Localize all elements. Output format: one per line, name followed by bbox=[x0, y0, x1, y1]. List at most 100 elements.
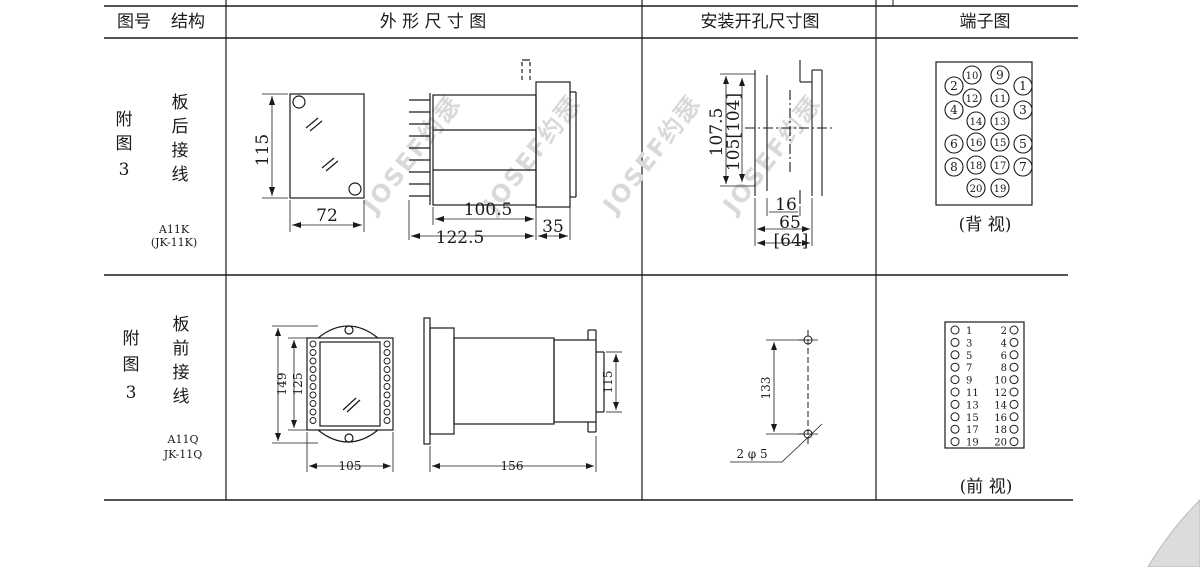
terminal-circle bbox=[1013, 76, 1033, 96]
terminal-circle bbox=[944, 100, 964, 120]
terminal-15: 15 bbox=[950, 412, 979, 424]
row1-figure-label: 3 bbox=[119, 160, 130, 180]
row2-figure-label: 3 bbox=[126, 383, 137, 403]
terminal-7: 7 bbox=[950, 362, 972, 374]
terminal-label: 17 bbox=[966, 425, 979, 436]
terminal-circle bbox=[990, 65, 1010, 85]
dim-outer-height: 149 bbox=[275, 373, 289, 396]
terminal-circle bbox=[990, 132, 1010, 152]
row2-mount-label: 前 bbox=[173, 339, 190, 359]
row1-mount-label: 接 bbox=[172, 141, 189, 161]
terminal-circle bbox=[1013, 157, 1033, 177]
terminal-20: 20 bbox=[994, 437, 1019, 449]
terminal-circle bbox=[1009, 387, 1019, 397]
terminal-label: 4 bbox=[950, 103, 958, 117]
row2-view-label: (前 视) bbox=[960, 477, 1013, 497]
header-structure: 结构 bbox=[171, 12, 205, 32]
terminal-circle bbox=[1009, 412, 1019, 422]
terminal-11: 11 bbox=[990, 88, 1010, 108]
terminal-circle bbox=[950, 350, 960, 360]
panel-terminal-dot bbox=[383, 366, 391, 373]
terminal-label: 3 bbox=[1019, 103, 1027, 117]
terminal-label: 16 bbox=[970, 138, 983, 149]
page-curl bbox=[1147, 499, 1200, 567]
terminal-label: 6 bbox=[950, 137, 958, 151]
front-panel bbox=[306, 337, 394, 431]
terminal-circle bbox=[944, 134, 964, 154]
dim-total-depth: 122.5 bbox=[436, 228, 485, 248]
terminal-label: 18 bbox=[970, 161, 983, 172]
row1-model: A11K bbox=[158, 223, 190, 236]
panel-terminal-dot bbox=[309, 357, 317, 365]
dim-cut-w2: 65 bbox=[779, 213, 801, 233]
row1-mount-label: 板 bbox=[172, 93, 189, 113]
terminal-circle bbox=[950, 325, 960, 335]
dim-height: 115 bbox=[253, 134, 273, 166]
terminal-frame bbox=[944, 321, 1025, 449]
terminal-label: 17 bbox=[994, 161, 1007, 172]
row1-mount-label: 线 bbox=[172, 165, 189, 185]
terminal-circle bbox=[1009, 350, 1019, 360]
terminal-circle bbox=[966, 132, 986, 152]
terminal-circle bbox=[1013, 100, 1033, 120]
watermark-layer: JOSEF约瑟 JOSEF约瑟 JOSEF约瑟 JOSEF约瑟 bbox=[356, 90, 826, 220]
terminal-block bbox=[535, 81, 571, 208]
panel-terminal-dot bbox=[309, 383, 317, 390]
terminal-18: 18 bbox=[994, 424, 1019, 436]
terminal-5: 5 bbox=[950, 350, 972, 362]
dim-front-width: 105 bbox=[339, 459, 362, 473]
terminal-label: 5 bbox=[1019, 137, 1027, 151]
terminal-label: 19 bbox=[966, 438, 979, 449]
terminal-frame bbox=[935, 61, 1033, 206]
terminal-4: 4 bbox=[944, 100, 964, 120]
terminal-label: 20 bbox=[994, 438, 1007, 449]
row1-labels: 附 图 3 板 后 接 线 A11K (JK-11K) bbox=[116, 93, 198, 249]
dim-cut-w1: 16 bbox=[775, 195, 797, 215]
terminal-circle bbox=[966, 111, 986, 131]
row1-cutout-dimensions: 107.5 105[104] 16 65 [64] bbox=[707, 93, 808, 251]
terminal-circle bbox=[950, 437, 960, 447]
terminal-label: 3 bbox=[966, 338, 972, 349]
terminal-label: 20 bbox=[970, 184, 983, 195]
terminal-label: 12 bbox=[994, 388, 1007, 399]
terminal-8: 8 bbox=[1001, 362, 1019, 374]
terminal-3: 3 bbox=[1013, 100, 1033, 120]
terminal-10: 10 bbox=[994, 375, 1019, 387]
row1-outline-dimensions: 115 72 100.5 122.5 35 bbox=[253, 134, 564, 248]
dim-hole-pitch: 133 bbox=[759, 377, 773, 400]
terminal-circle bbox=[962, 65, 982, 85]
terminal-label: 15 bbox=[966, 413, 979, 424]
relay-body bbox=[453, 337, 555, 425]
panel-terminal-dot bbox=[383, 391, 391, 399]
terminal-circle bbox=[990, 178, 1010, 198]
terminal-circle bbox=[950, 362, 960, 372]
panel-terminal-dot bbox=[309, 400, 317, 407]
panel-terminal-dot bbox=[309, 408, 317, 416]
terminal-circle bbox=[1009, 424, 1019, 434]
terminal-13: 13 bbox=[950, 399, 979, 411]
terminal-label: 14 bbox=[994, 400, 1007, 411]
dim-front-width: 72 bbox=[316, 206, 338, 226]
terminal-16: 16 bbox=[966, 132, 986, 152]
dim-cut-h1: 107.5 bbox=[707, 108, 727, 157]
mount-hole bbox=[348, 182, 362, 196]
dim-body-depth: 100.5 bbox=[464, 200, 513, 220]
terminal-circle bbox=[1009, 399, 1019, 409]
terminal-12: 12 bbox=[994, 387, 1019, 399]
terminal-label: 13 bbox=[994, 117, 1007, 128]
row2-cutout-drawing bbox=[730, 330, 823, 463]
terminal-11: 11 bbox=[950, 387, 979, 399]
row1-figure-label: 附 bbox=[116, 110, 133, 130]
terminal-5: 5 bbox=[1013, 134, 1033, 154]
terminal-label: 19 bbox=[994, 184, 1007, 195]
row2-outline-dimensions: 149 125 105 156 115 bbox=[275, 371, 615, 473]
panel-terminal-dot bbox=[383, 349, 391, 356]
panel-terminal-dot bbox=[383, 408, 391, 416]
terminal-label: 16 bbox=[994, 413, 1007, 424]
front-panel bbox=[289, 93, 365, 199]
terminal-label: 7 bbox=[1019, 160, 1027, 174]
terminal-label: 5 bbox=[966, 351, 972, 362]
terminal-circle bbox=[944, 76, 964, 96]
terminal-17: 17 bbox=[950, 424, 979, 436]
